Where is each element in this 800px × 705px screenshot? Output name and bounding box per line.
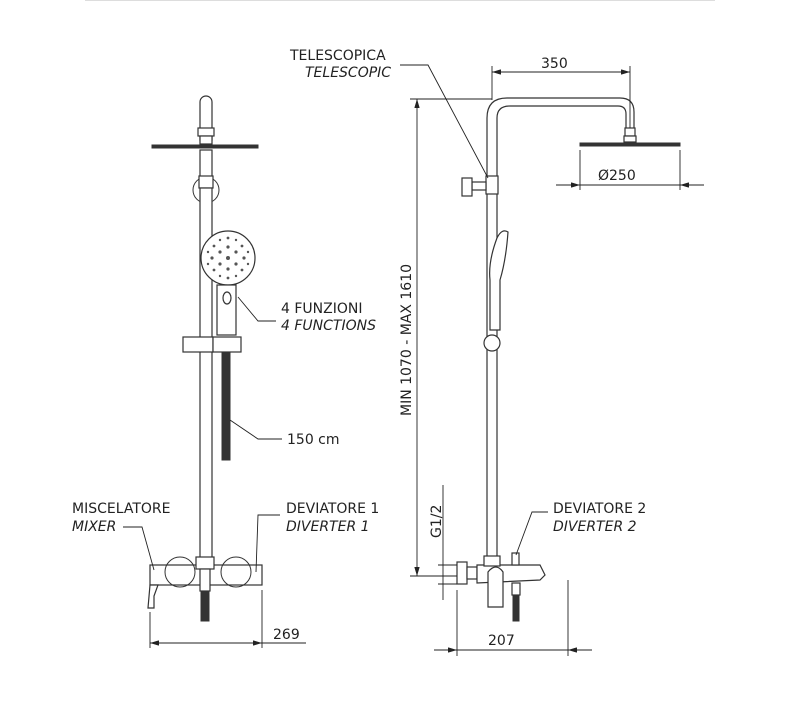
head-diameter-value: Ø250: [598, 168, 636, 184]
functions-leader: [237, 296, 276, 322]
overhead-shower-plate-side: [579, 142, 681, 147]
wall-flange: [456, 561, 468, 585]
diverter2-knob: [511, 552, 520, 566]
thread-value: G1/2: [429, 505, 445, 538]
top-border: [85, 0, 715, 1]
wall-bracket-knob: [461, 177, 473, 197]
mixer-label-en: MIXER: [72, 519, 116, 535]
telescopic-label-en: TELESCOPIC: [305, 65, 391, 81]
hose-leader: [229, 419, 282, 440]
diverter2-label-it: DEVIATORE 2: [553, 501, 646, 517]
diverter2-label-en: DIVERTER 2: [553, 519, 637, 535]
mixer-lever-side: [487, 566, 504, 608]
telescopic-connector: [485, 175, 499, 195]
mixer-leader: [123, 526, 155, 571]
diverter2-leader: [515, 511, 548, 556]
functions-label-it: 4 FUNZIONI: [281, 301, 362, 317]
hose-length-label: 150 cm: [287, 432, 340, 448]
diverter1-label-it: DEVIATORE 1: [286, 501, 379, 517]
body-depth-value: 207: [488, 633, 515, 649]
hand-shower-side: [489, 230, 509, 331]
function-button: [222, 291, 232, 305]
spray-nozzles: [206, 236, 250, 280]
side-view: [456, 97, 681, 622]
arm-length-value: 350: [541, 56, 568, 72]
shower-hose: [221, 351, 231, 461]
functions-label-en: 4 FUNCTIONS: [281, 318, 376, 334]
front-view: [147, 95, 263, 622]
diverter1-leader: [255, 514, 280, 573]
hose-connector-side: [512, 594, 520, 622]
telescopic-label-it: TELESCOPICA: [289, 48, 386, 64]
height-range-value: MIN 1070 - MAX 1610: [399, 264, 415, 416]
slider-knob: [483, 334, 501, 352]
overhead-shower-plate: [151, 144, 259, 149]
telescopic-leader: [400, 64, 489, 179]
body-width-value: 269: [273, 627, 300, 643]
arm-nut: [197, 127, 215, 137]
mixer-body-side: [476, 564, 546, 584]
diverter1-label-en: DIVERTER 1: [286, 519, 370, 535]
mixer-label-it: MISCELATORE: [72, 501, 170, 517]
hose-connector: [200, 590, 210, 622]
mixer-lever: [147, 584, 159, 609]
slider-holder: [182, 336, 214, 353]
